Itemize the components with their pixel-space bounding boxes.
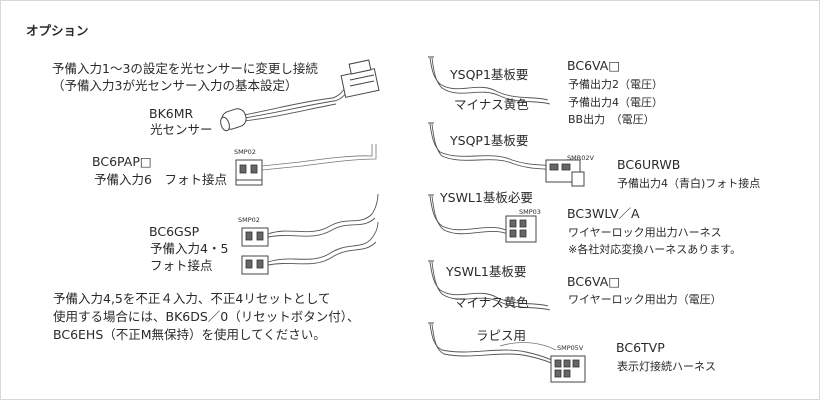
row1-harness [428,56,551,105]
row2-connector-label: SMR02V [567,154,595,162]
intro-line-2: （予備入力3が光センサー入力の基本設定） [52,78,297,93]
row3-label-top: YSWL1基板必要 [439,190,533,205]
bc6gsp-connectors [241,193,379,275]
row2-model: BC6URWB [617,157,680,172]
row1-desc-3: BB出力 （電圧） [568,112,655,126]
bc6gsp-desc-1: 予備入力4・5 [150,241,228,256]
bc6gsp-connector-label: SMP02 [238,216,260,224]
row1-desc-2: 予備出力4（電圧） [568,95,663,109]
section-title: オプション [26,23,89,38]
row2-harness [428,122,585,187]
row5-label-top: ラピス用 [476,328,526,343]
intro-line-1: 予備入力1～3の設定を光センサーに変更し接続 [52,61,318,76]
bc6gsp-desc-2: フォト接点 [150,258,213,273]
row3-desc-1: ワイヤーロック用出力ハーネス [568,225,722,239]
row5-desc: 表示灯接続ハーネス [617,359,716,373]
row1-label-bottom: マイナス黄色 [454,97,529,112]
row3-connector-label: SMP03 [519,208,541,216]
bk6mr-sensor-drawing [220,59,380,132]
row4-model: BC6VA□ [567,274,620,289]
bc6pap-model: BC6PAP□ [92,154,152,169]
bc6pap-desc: 予備入力6 フォト接点 [94,172,227,187]
note-line-3: BC6EHS（不正M無保持）を使用してください。 [53,327,326,342]
row1-model: BC6VA□ [567,58,620,73]
note-line-2: 使用する場合には、BK6DS／0（リセットボタン付）、 [53,309,360,324]
bc6pap-connector [235,144,377,186]
bk6mr-model: BK6MR [149,106,194,121]
row3-desc-2: ※各社対応変換ハーネスあります。 [568,242,741,256]
bc6gsp-model: BC6GSP [149,224,200,239]
row1-desc-1: 予備出力2（電圧） [568,77,663,91]
note-line-1: 予備入力4,5を不正４入力、不正4リセットとして [53,291,330,306]
row5-connector-label: SMP05V [557,344,584,352]
row3-model: BC3WLV／A [567,206,640,221]
row3-harness [428,194,537,243]
row4-desc: ワイヤーロック用出力（電圧） [568,292,722,306]
row5-model: BC6TVP [616,340,665,355]
row4-label-bottom: マイナス黄色 [454,295,529,310]
row5-harness [428,322,586,383]
row4-harness [428,260,551,311]
row1-label-top: YSQP1基板要 [449,67,528,82]
row4-label-top: YSWL1基板要 [445,264,526,279]
bc6pap-connector-label: SMP02 [234,148,256,156]
row2-desc: 予備出力4（青白)フォト接点 [617,176,760,190]
row2-label-top: YSQP1基板要 [449,133,528,148]
bk6mr-desc: 光センサー [150,122,213,137]
